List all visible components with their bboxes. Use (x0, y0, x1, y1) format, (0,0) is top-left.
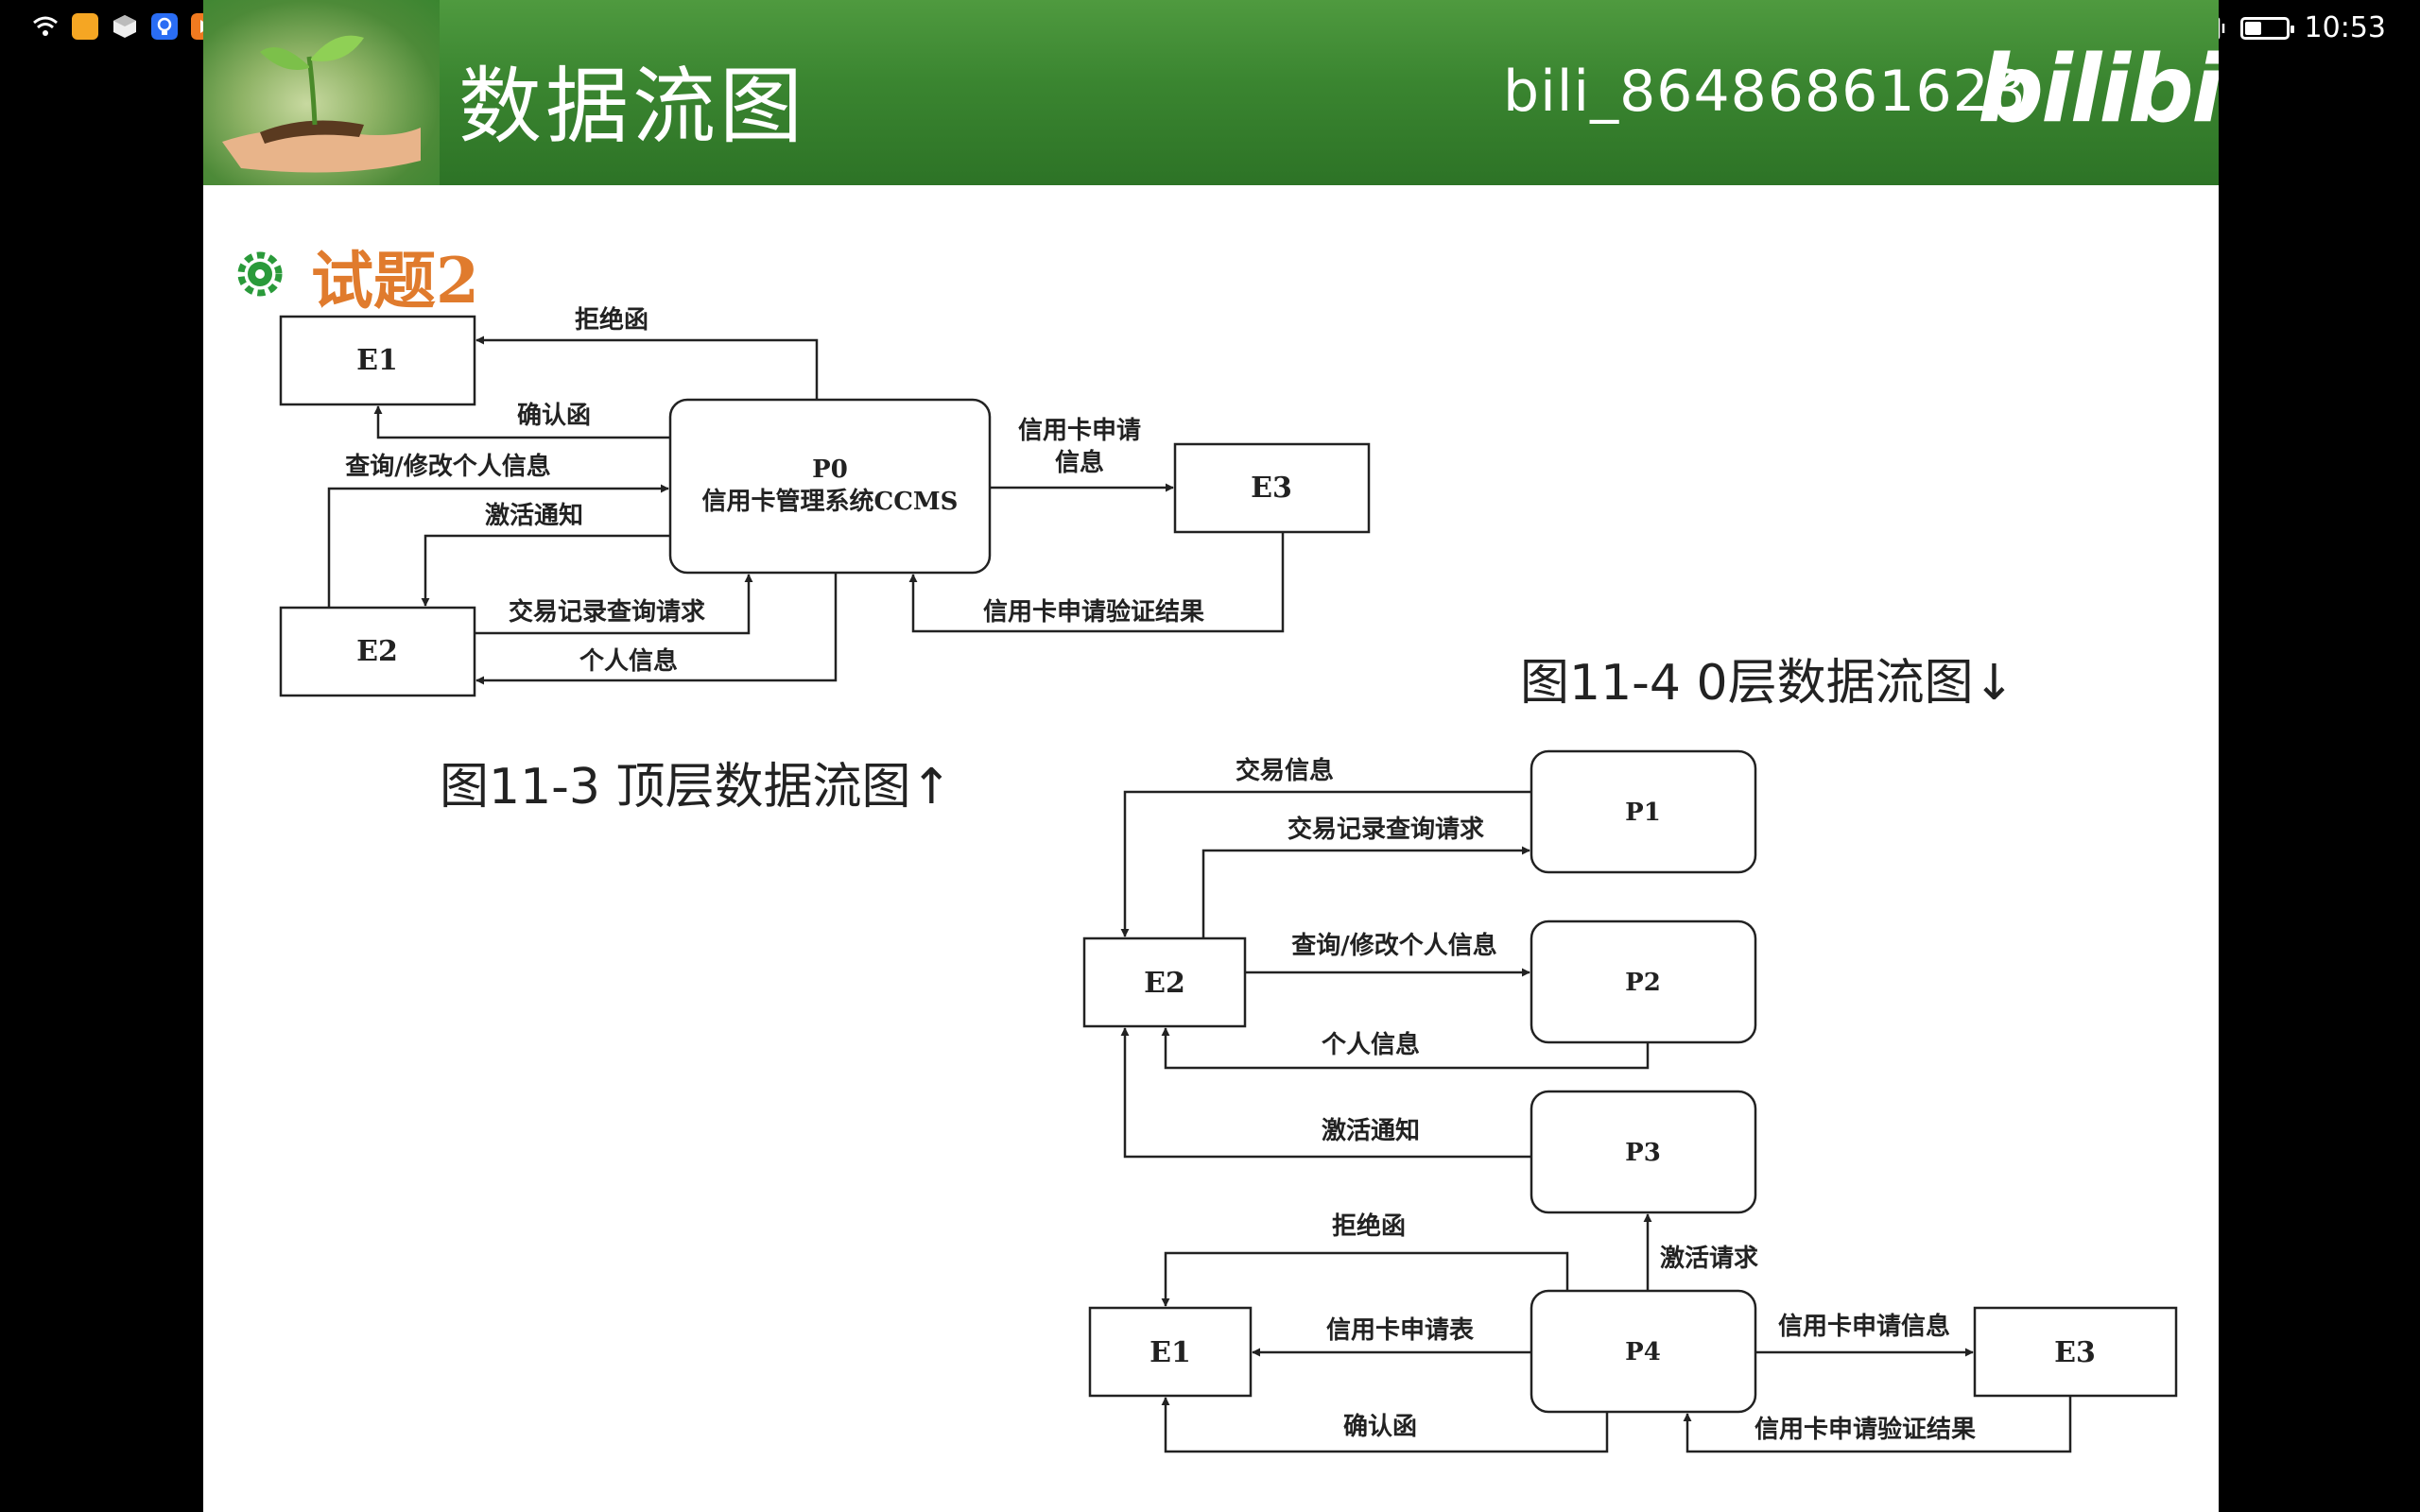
bottom-p3-box (1530, 1090, 1757, 1214)
gear-icon (237, 251, 283, 297)
context-diagram (279, 315, 1371, 697)
bottom-e3-box (1973, 1306, 2178, 1398)
section-title: 试题2 (311, 244, 479, 318)
app-bulb-icon (151, 13, 178, 40)
seedling-hand-icon (222, 35, 421, 173)
bottom-p1-label: P1 (1625, 799, 1661, 827)
bottom-flow-confirm (1161, 1397, 1609, 1453)
top-flow-apply-info-label-2: 信息 (1055, 448, 1104, 477)
top-e2-label: E2 (356, 635, 398, 668)
bottom-e1-label: E1 (1150, 1336, 1191, 1369)
top-e1-box (279, 315, 476, 406)
bottom-p1-box (1530, 749, 1757, 874)
bottom-p3-label: P3 (1625, 1139, 1661, 1167)
bottom-flow-verify-result-label: 信用卡申请验证结果 (1754, 1415, 1976, 1444)
top-flow-query-modify (327, 484, 669, 608)
bottom-flow-reject-label: 拒绝函 (1332, 1211, 1406, 1241)
top-flow-confirm (373, 405, 670, 439)
top-flow-apply-info-label-1: 信用卡申请 (1018, 417, 1141, 445)
fig-caption-11-4: 图11-4 0层数据流图↓ (1520, 655, 2015, 712)
bottom-flow-activate-notice (1120, 1027, 1531, 1159)
bottom-flow-query-modify-label: 查询/修改个人信息 (1291, 931, 1497, 960)
bottom-flow-tx-query-label: 交易记录查询请求 (1288, 815, 1484, 844)
top-flow-reject (475, 335, 819, 400)
top-e1-label: E1 (356, 344, 398, 377)
level0-diagram (1082, 749, 2178, 1453)
slide: 数据流图 bili_86486861623 bilibili 试题2 (203, 0, 2219, 1512)
bottom-flow-personal-info (1161, 1027, 1650, 1070)
uploader-username: bili_86486861623 (1503, 59, 2028, 125)
bottom-e2-label: E2 (1144, 967, 1185, 1000)
bottom-flow-tx-info (1120, 790, 1531, 937)
top-p0-label-2: 信用卡管理系统CCMS (702, 487, 959, 516)
top-flow-personal-info-label: 个人信息 (579, 646, 678, 676)
top-flow-reject-label: 拒绝函 (575, 305, 648, 335)
top-flow-tx-query (475, 574, 753, 635)
bottom-flow-reject (1161, 1251, 1569, 1307)
bottom-flow-activate-notice-label: 激活通知 (1322, 1116, 1420, 1145)
bottom-p2-box (1530, 919, 1757, 1044)
bottom-flow-verify-result (1683, 1396, 2072, 1453)
bottom-e3-label: E3 (2054, 1336, 2096, 1369)
bottom-p4-label: P4 (1625, 1338, 1661, 1366)
battery-fill (2244, 21, 2261, 35)
top-flow-tx-query-label: 交易记录查询请求 (509, 597, 705, 627)
fig-caption-11-3: 图11-3 顶层数据流图↑ (440, 759, 953, 816)
top-flow-verify-result (908, 532, 1285, 633)
app-cube-icon (113, 15, 136, 38)
clock: 10:53 (2304, 11, 2386, 44)
top-p0-label-1: P0 (812, 455, 848, 484)
top-e2-box (279, 606, 476, 697)
bottom-flow-activate-request-label: 激活请求 (1660, 1244, 1758, 1273)
bilibili-logo: bilibili (1978, 36, 2219, 144)
page-title: 数据流图 (458, 58, 807, 155)
seedling-photo (203, 0, 440, 185)
top-flow-activate-notice-label: 激活通知 (485, 501, 583, 530)
bottom-flow-apply-form-label: 信用卡申请表 (1326, 1316, 1475, 1345)
bottom-flow-apply-info-label: 信用卡申请信息 (1778, 1312, 1950, 1341)
top-p0-box (668, 398, 992, 575)
app-orange-icon (72, 13, 98, 40)
top-flow-query-modify-label: 查询/修改个人信息 (345, 452, 551, 481)
wifi-icon (33, 16, 58, 36)
bottom-flow-tx-info-label: 交易信息 (1236, 756, 1334, 785)
slide-header: 数据流图 bili_86486861623 bilibili (203, 0, 2219, 185)
bottom-p2-label: P2 (1625, 969, 1661, 997)
status-left-icons (32, 13, 217, 40)
bottom-e1-box (1088, 1306, 1253, 1398)
top-flow-activate-notice (421, 534, 670, 607)
top-flow-verify-result-label: 信用卡申请验证结果 (983, 597, 1204, 627)
top-flow-confirm-label: 确认函 (517, 401, 591, 430)
top-flow-personal-info (475, 573, 838, 685)
bottom-e2-box (1082, 936, 1247, 1028)
bottom-flow-personal-info-label: 个人信息 (1322, 1030, 1420, 1059)
bottom-flow-confirm-label: 确认函 (1343, 1412, 1417, 1441)
data-flow-diagrams: E1 E2 E3 P0 信用卡管理系统CCMS 拒绝函 确认函 查询/修改个人信… (279, 305, 2178, 1453)
battery-icon (2239, 16, 2294, 40)
top-e3-label: E3 (1251, 472, 1292, 505)
bottom-flow-tx-query (1201, 846, 1530, 938)
top-e3-box (1173, 442, 1371, 534)
